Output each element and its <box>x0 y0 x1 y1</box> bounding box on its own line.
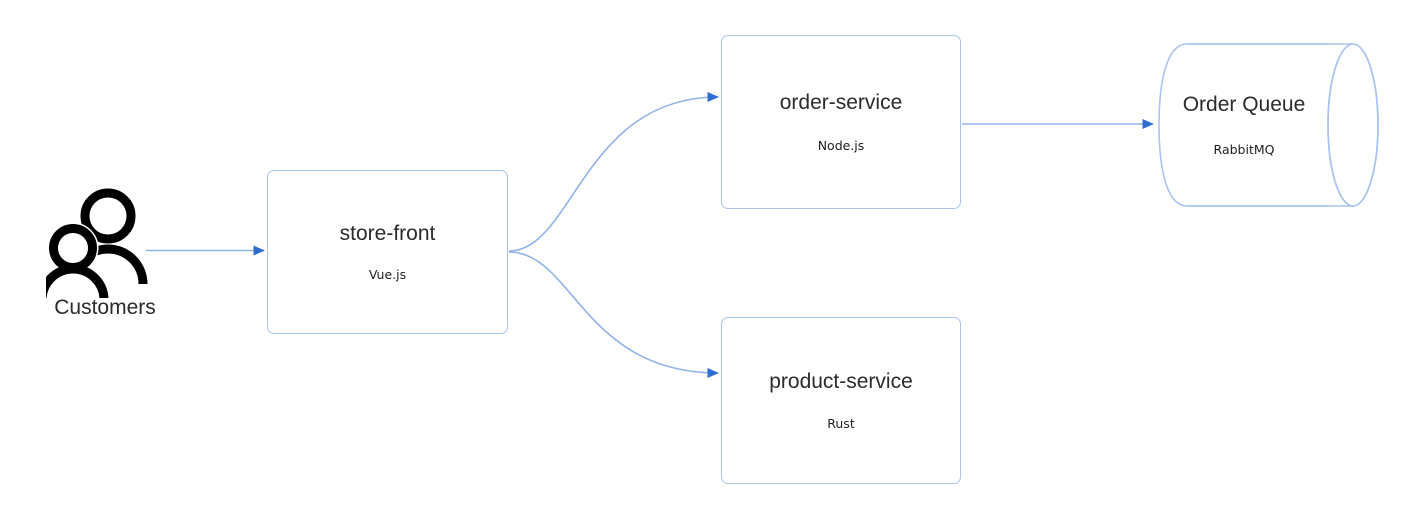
edge-store-front-to-product-service <box>508 251 719 379</box>
order-queue-title: Order Queue <box>1182 93 1306 117</box>
node-store-front[interactable]: store-front Vue.js <box>267 170 508 334</box>
product-service-title: product-service <box>769 369 913 393</box>
edge-store-front-to-order-service <box>508 91 719 252</box>
store-front-subtitle: Vue.js <box>368 266 407 282</box>
cylinder-shape-icon <box>1158 43 1379 207</box>
node-product-service[interactable]: product-service Rust <box>721 317 961 484</box>
order-service-title: order-service <box>779 91 903 115</box>
two-people-icon <box>46 188 148 298</box>
order-queue-subtitle: RabbitMQ <box>1213 141 1275 157</box>
order-queue-labels: Order Queue RabbitMQ <box>1156 34 1332 216</box>
node-order-service[interactable]: order-service Node.js <box>721 35 961 209</box>
node-order-queue[interactable]: Order Queue RabbitMQ <box>1156 34 1382 216</box>
product-service-subtitle: Rust <box>827 416 855 432</box>
store-front-title: store-front <box>339 222 436 246</box>
customers-label: Customers <box>54 296 156 319</box>
node-customers[interactable]: Customers <box>40 188 170 333</box>
order-service-subtitle: Node.js <box>817 137 865 153</box>
